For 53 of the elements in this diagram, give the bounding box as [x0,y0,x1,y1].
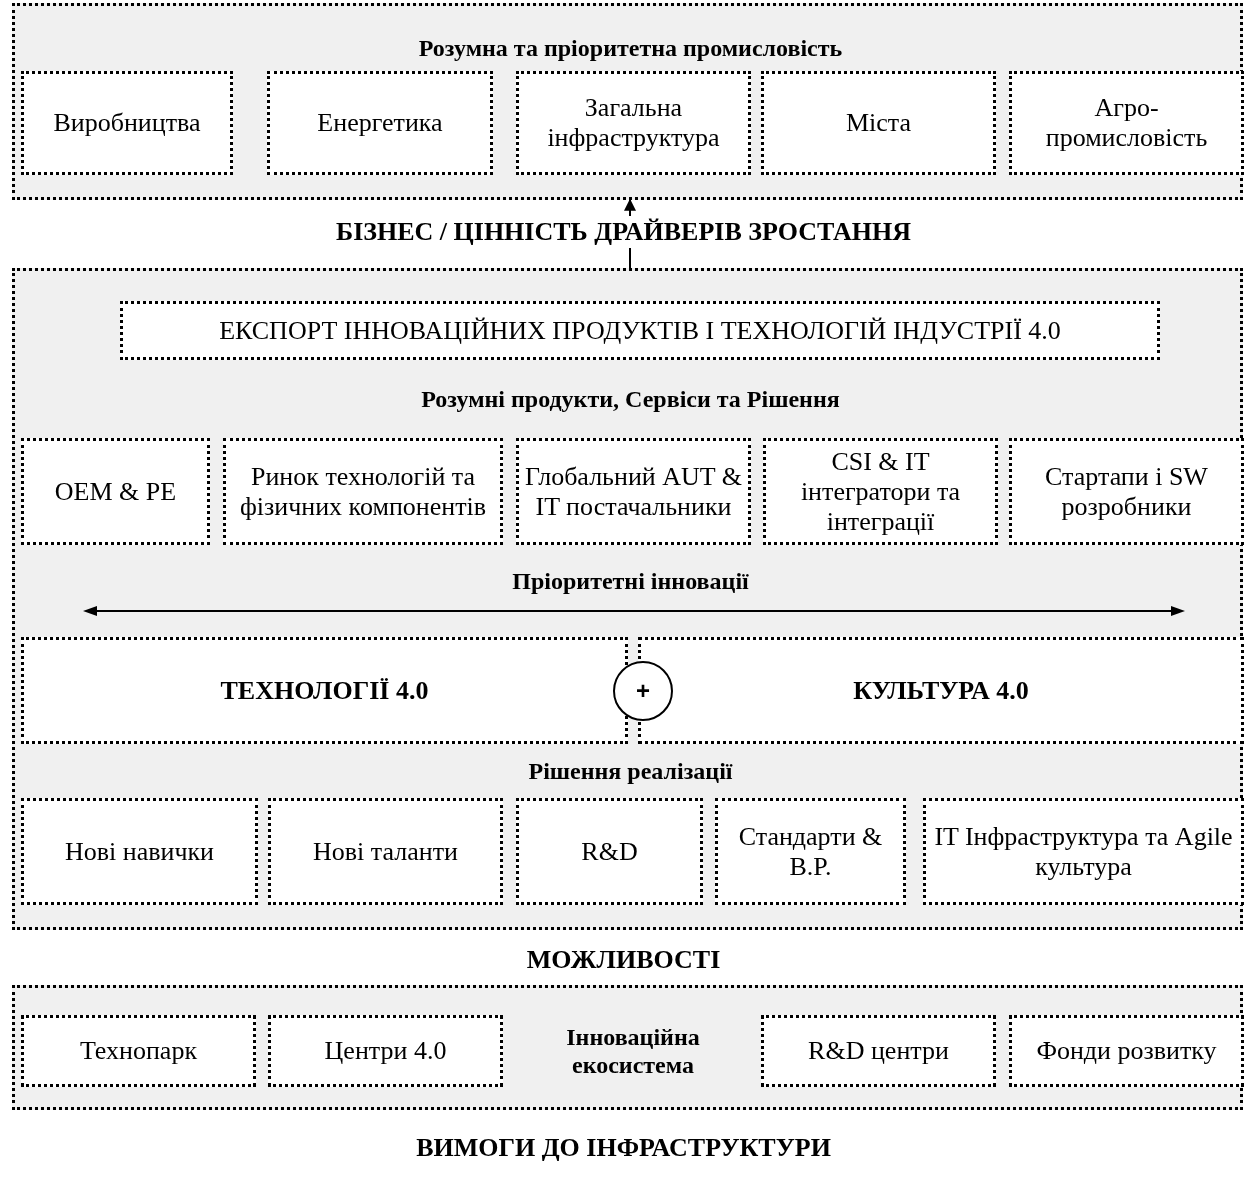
box-label: Центри 4.0 [323,1036,448,1066]
box-label: Енергетика [316,108,444,138]
dotted-box [516,798,703,905]
box-label: Технопарк [78,1036,199,1066]
box-label: Виробництва [52,108,202,138]
dotted-box [21,1015,256,1087]
dotted-box [21,438,210,545]
panel-heading: Розумна та пріоритетна промисловість [417,34,844,62]
dotted-box [223,438,503,545]
box-label: IT Інфраструктура та Agile культура [933,821,1234,882]
box-label: R&D [580,836,639,867]
panel-heading: Інноваційна екосистема [565,1023,701,1079]
dotted-box [516,71,751,175]
panel-heading: Розумні продукти, Сервіси та Рішення [420,385,841,413]
box-label: Стандарти & B.P. [737,821,884,882]
dotted-box [267,71,493,175]
dotted-box [268,1015,503,1087]
box-label: Загальна інфраструктура [546,93,721,153]
dotted-box [638,637,1244,744]
panel [12,268,1243,930]
dotted-box [923,798,1244,905]
box-label: Нові таланти [312,836,459,867]
box-label: OEM & PE [53,476,178,507]
dotted-box [1009,71,1244,175]
box-label: ТЕХНОЛОГІЇ 4.0 [219,675,430,706]
box-label: КУЛЬТУРА 4.0 [852,675,1030,706]
panel-heading: Пріоритетні інновації [511,567,750,595]
panel [12,3,1243,200]
dotted-box [1009,438,1244,545]
dotted-box [516,438,751,545]
plus-sign: + [636,676,650,706]
dotted-box [21,637,628,744]
dotted-box [268,798,503,905]
box-label: Глобальний AUT & IT постачальники [524,461,743,522]
box-label: Фонди розвитку [1035,1036,1218,1066]
dotted-box [1009,1015,1244,1087]
box-label: ЕКСПОРТ ІННОВАЦІЙНИХ ПРОДУКТІВ І ТЕХНОЛОГІЙ ІНДУСТРІЇ 4.0 [218,315,1062,346]
dotted-box [761,71,996,175]
box-label: R&D центри [807,1036,950,1066]
panel [12,985,1243,1110]
box-label: Стартапи і SW розробники [1044,461,1209,522]
box-label: Ринок технологій та фізичних компонентів [238,461,488,522]
dotted-box [21,71,233,175]
dotted-box [761,1015,996,1087]
box-label: Міста [844,108,913,138]
panel-heading: Рішення реалізації [527,757,734,785]
box-label: CSI & IT інтегратори та інтеграції [799,446,962,537]
dotted-box [120,301,1160,360]
dotted-box [715,798,906,905]
dotted-box [763,438,998,545]
box-label: Нові навички [63,836,215,867]
dotted-box [21,798,258,905]
box-label: Агро-промисловість [1044,93,1209,153]
